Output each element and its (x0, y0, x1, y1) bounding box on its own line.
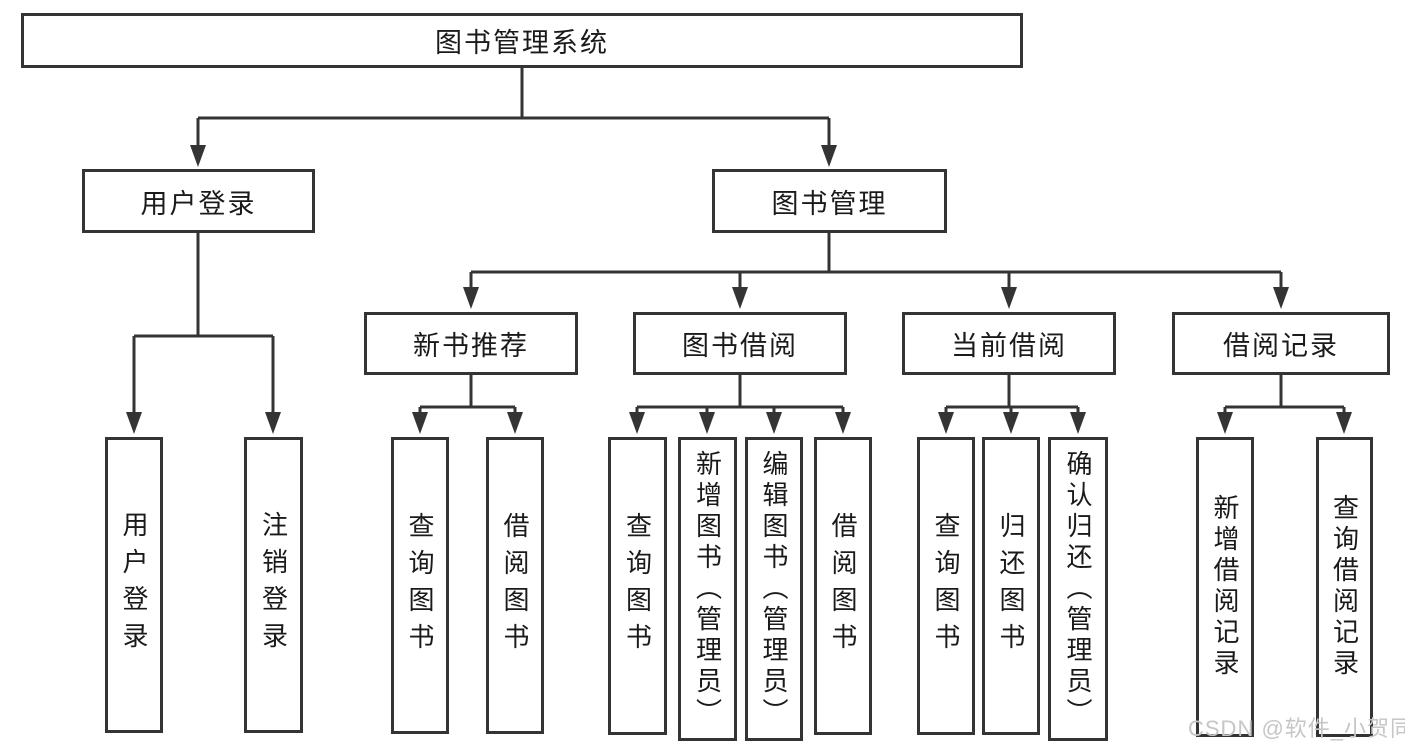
leaf-user-login-label: 用户登录 (119, 511, 149, 659)
leaf-query-book-borrow-label: 查询图书 (622, 512, 653, 660)
node-borrowing-records: 借阅记录 (1172, 312, 1390, 375)
leaf-query-book-recommend-label: 查询图书 (405, 511, 435, 660)
node-book-borrowing: 图书借阅 (633, 312, 847, 375)
node-root-library-system: 图书管理系统 (21, 13, 1023, 68)
leaf-query-book-current: 查询图书 (917, 437, 975, 735)
leaf-query-book-current-label: 查询图书 (931, 512, 961, 660)
leaf-return-book-label: 归还图书 (996, 512, 1026, 660)
leaf-edit-book-admin: 编辑图书（管理员） (745, 437, 803, 741)
leaf-borrow-book-label: 借阅图书 (828, 512, 858, 660)
leaf-confirm-return-admin: 确认归还（管理员） (1048, 437, 1108, 741)
leaf-add-book-admin: 新增图书（管理员） (678, 437, 737, 741)
leaf-logout: 注销登录 (244, 437, 303, 733)
leaf-borrow-book: 借阅图书 (814, 437, 872, 735)
leaf-borrow-book-recommend-label: 借阅图书 (500, 511, 530, 660)
leaf-add-borrow-record: 新增借阅记录 (1196, 437, 1254, 737)
leaf-confirm-return-admin-label: 确认归还（管理员） (1063, 449, 1093, 729)
leaf-add-borrow-record-label: 新增借阅记录 (1210, 494, 1240, 680)
arrowheads (126, 145, 1352, 434)
leaf-borrow-book-recommend: 借阅图书 (486, 437, 544, 734)
leaf-edit-book-admin-label: 编辑图书（管理员） (759, 449, 789, 729)
leaf-query-book-borrow: 查询图书 (608, 437, 667, 735)
leaf-user-login: 用户登录 (105, 437, 163, 733)
csdn-watermark: CSDN @软件_小贺同学 (1188, 716, 1405, 741)
leaf-logout-label: 注销登录 (258, 511, 289, 659)
leaf-query-book-recommend: 查询图书 (391, 437, 449, 734)
leaf-query-borrow-record-label: 查询借阅记录 (1329, 494, 1360, 680)
node-user-login: 用户登录 (82, 169, 315, 233)
leaf-add-book-admin-label: 新增图书（管理员） (692, 449, 723, 729)
leaf-query-borrow-record: 查询借阅记录 (1316, 437, 1373, 737)
node-new-book-recommendation: 新书推荐 (364, 312, 578, 375)
node-book-management: 图书管理 (712, 169, 947, 233)
node-current-borrowing: 当前借阅 (902, 312, 1116, 375)
leaf-return-book: 归还图书 (982, 437, 1040, 735)
